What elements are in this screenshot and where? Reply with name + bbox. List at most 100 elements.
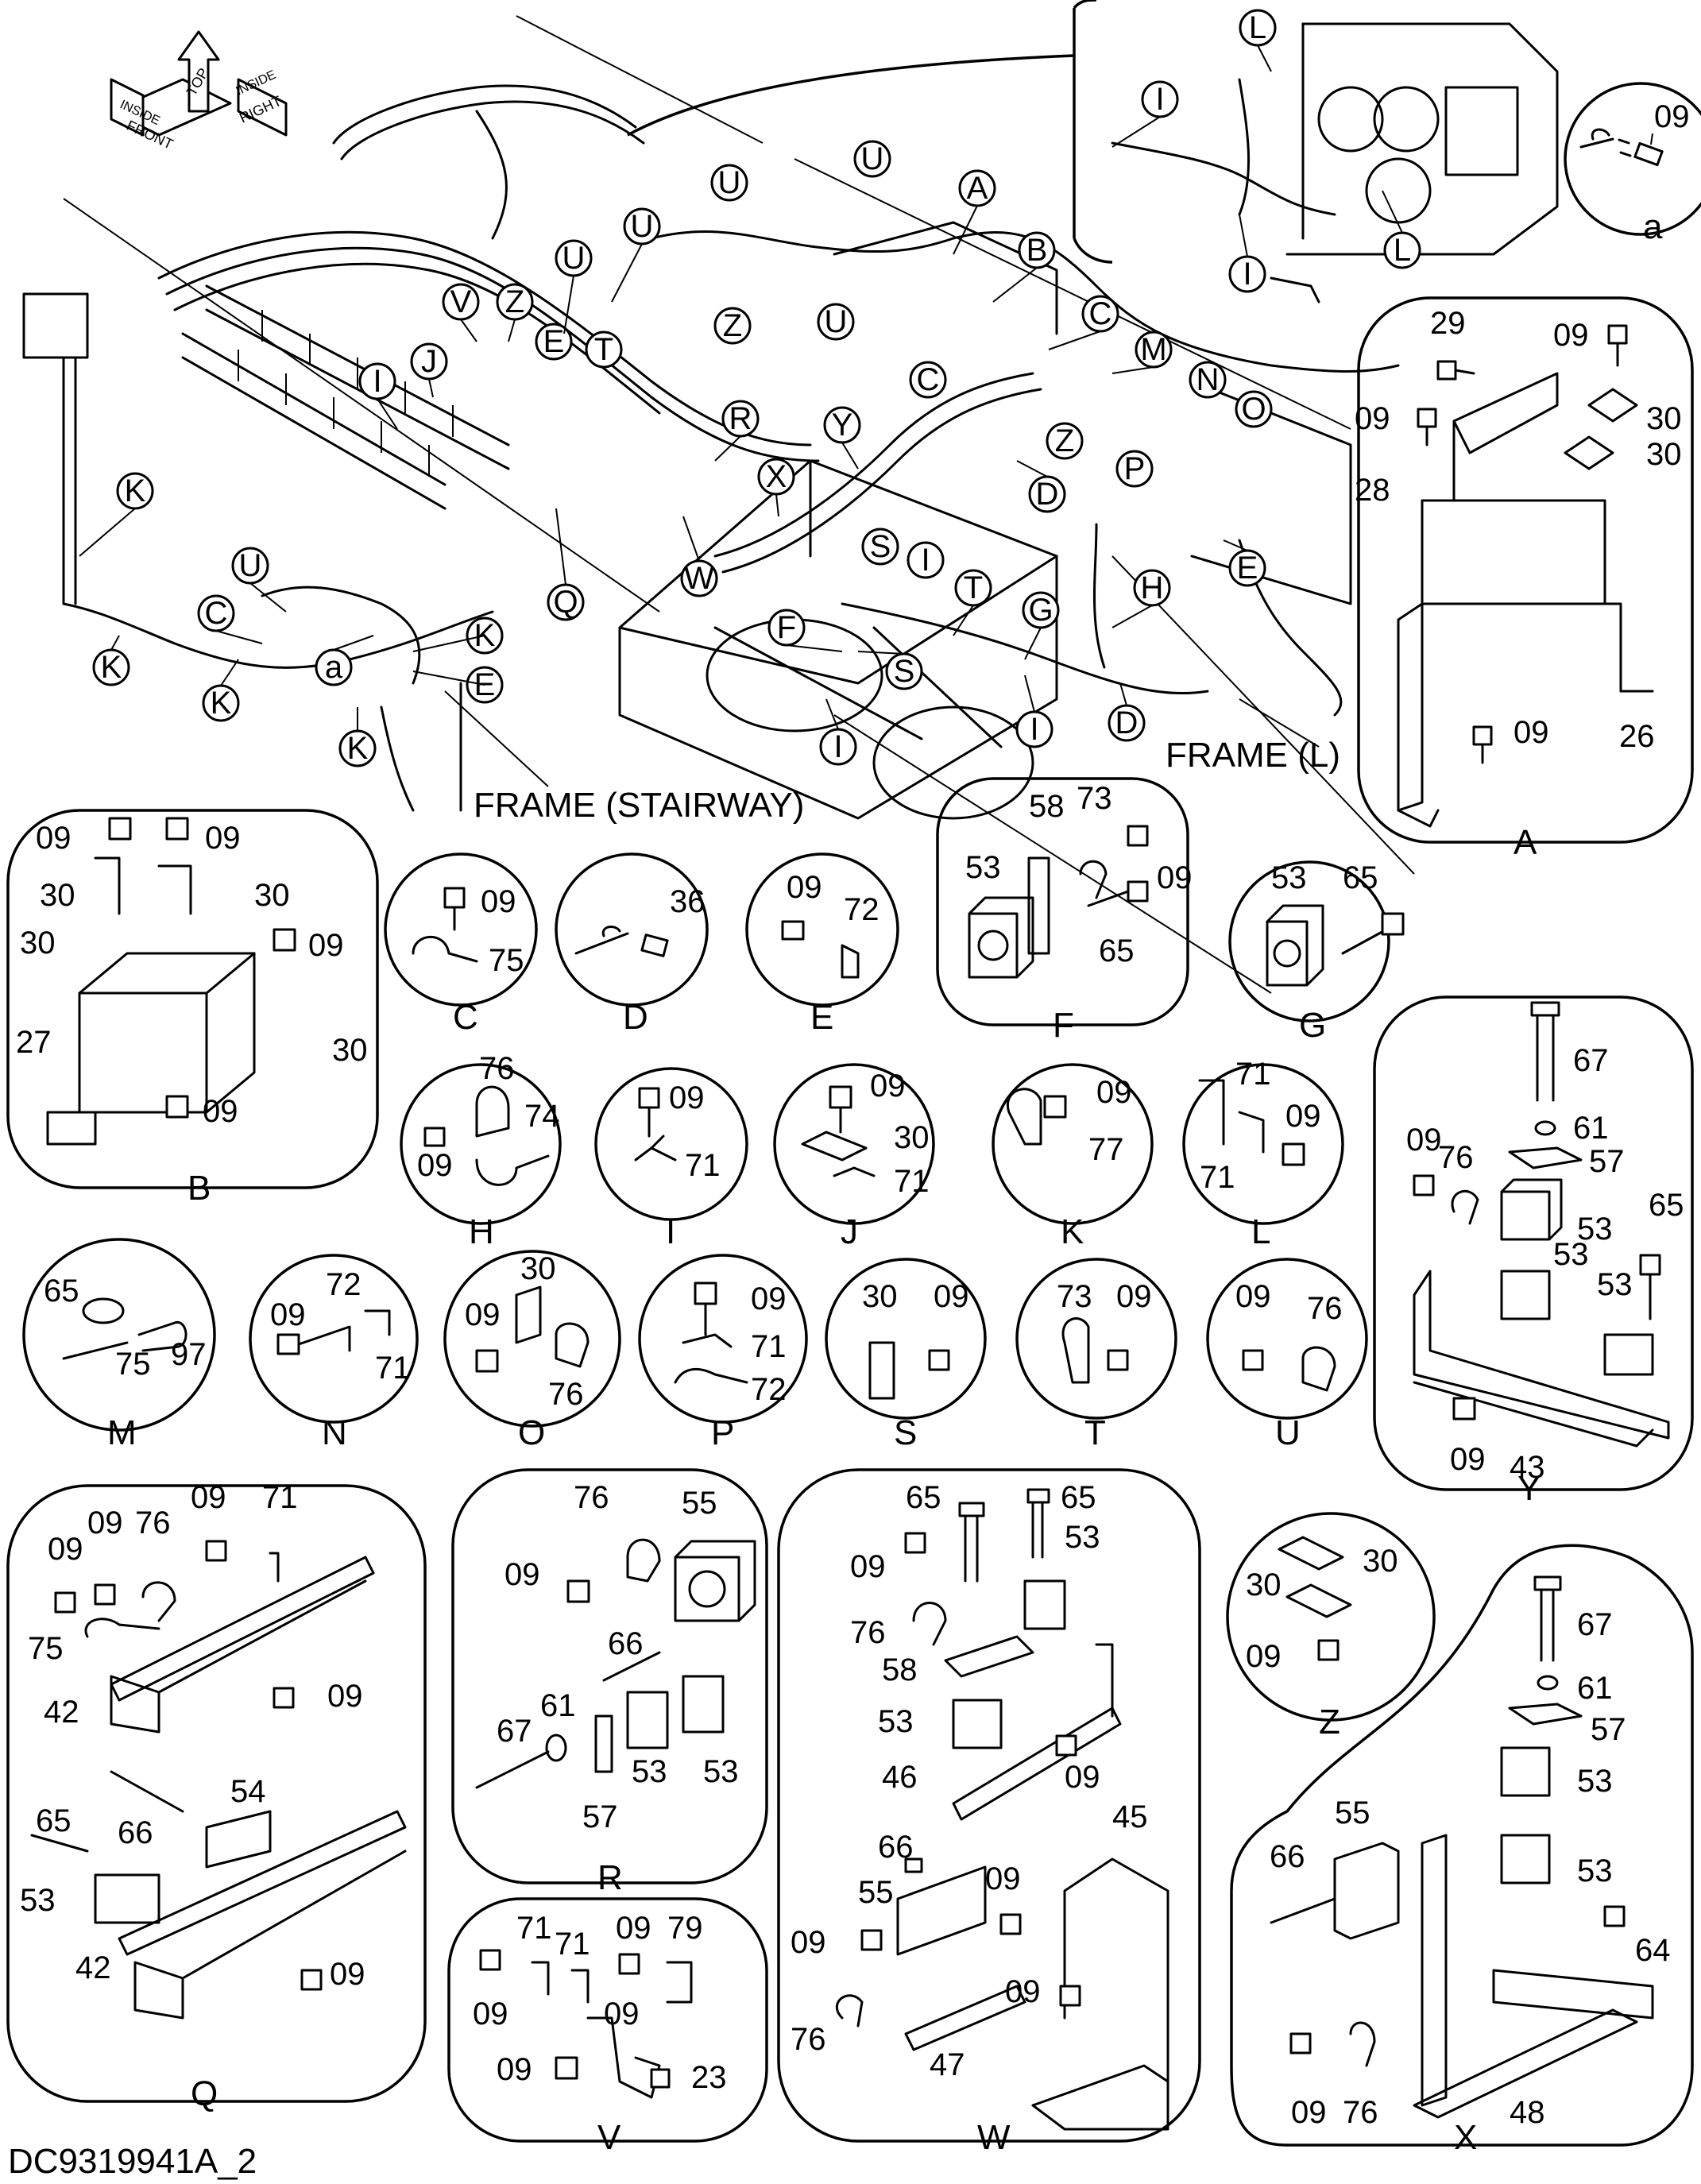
callout-U: U — [231, 547, 269, 585]
svg-text:E: E — [1237, 551, 1258, 586]
detail-E-part-0: 09 — [787, 870, 822, 905]
detail-N-part-1: 09 — [270, 1297, 306, 1332]
detail-V: 71 71 09 79 09 09 09 23 V — [447, 1897, 768, 2157]
detail-B-part-4: 30 — [20, 926, 56, 961]
detail-J-title: J — [841, 1212, 858, 1251]
detail-W-part-1: 65 — [1061, 1480, 1096, 1515]
callout-N: N — [1189, 361, 1227, 399]
detail-R-part-8: 57 — [582, 1799, 618, 1834]
detail-J-part-2: 71 — [894, 1164, 930, 1199]
detail-X-part-5: 66 — [1270, 1839, 1305, 1874]
svg-text:K: K — [347, 731, 369, 766]
detail-I: 09 71 I — [594, 1067, 748, 1251]
detail-N: 72 09 71 N — [249, 1254, 419, 1452]
svg-text:P: P — [1124, 451, 1146, 486]
svg-text:I: I — [1030, 712, 1038, 747]
detail-C-part-1: 75 — [489, 943, 524, 978]
svg-text:D: D — [1115, 705, 1139, 740]
svg-text:L: L — [1249, 10, 1266, 45]
detail-L: 71 71 09 L — [1182, 1057, 1344, 1251]
detail-L-part-0: 71 — [1235, 1057, 1271, 1092]
detail-L-part-2: 09 — [1285, 1099, 1321, 1134]
callout-J: J — [410, 342, 448, 381]
detail-X-title: X — [1454, 2118, 1477, 2157]
detail-W-part-11: 09 — [985, 1861, 1021, 1896]
callout-M: M — [1135, 330, 1173, 369]
svg-text:T: T — [964, 570, 983, 605]
detail-S-part-1: 09 — [934, 1279, 969, 1314]
detail-B-part-7: 30 — [332, 1033, 368, 1068]
detail-C-title: C — [453, 998, 478, 1037]
detail-U-part-0: 09 — [1235, 1279, 1271, 1314]
detail-Q-part-9: 65 — [36, 1803, 72, 1838]
detail-V-part-2: 09 — [616, 1911, 651, 1946]
detail-F-part-2: 53 — [965, 850, 1001, 885]
detail-F-part-4: 65 — [1099, 934, 1135, 968]
detail-K-part-1: 77 — [1088, 1132, 1124, 1167]
detail-V-title: V — [597, 2118, 621, 2157]
svg-text:I: I — [833, 729, 842, 764]
detail-D: 36 D — [555, 852, 709, 1037]
detail-W-part-5: 58 — [882, 1652, 918, 1687]
detail-Y-part-3: 09 — [1406, 1123, 1442, 1158]
svg-text:A: A — [967, 171, 988, 206]
detail-W-part-6: 53 — [878, 1704, 914, 1739]
callout-S: S — [885, 652, 923, 690]
detail-F-part-1: 73 — [1077, 781, 1112, 816]
detail-T-part-0: 73 — [1057, 1279, 1092, 1314]
detail-W-part-9: 66 — [878, 1830, 914, 1865]
detail-P-part-2: 72 — [751, 1372, 787, 1407]
svg-text:X: X — [766, 459, 787, 494]
bolt-icon — [108, 817, 296, 1119]
detail-K-part-0: 09 — [1096, 1075, 1132, 1110]
detail-E-title: E — [810, 998, 833, 1037]
detail-X-part-0: 67 — [1577, 1607, 1613, 1642]
svg-text:I: I — [1243, 257, 1251, 292]
detail-Z-part-1: 30 — [1246, 1567, 1282, 1602]
callout-I: I — [358, 362, 396, 400]
detail-W-part-16: 47 — [930, 2047, 965, 2082]
detail-Q-part-8: 54 — [230, 1774, 266, 1809]
detail-H-title: H — [469, 1212, 494, 1251]
svg-text:U: U — [631, 209, 654, 244]
svg-text:a: a — [325, 650, 343, 685]
detail-W-part-2: 09 — [850, 1549, 886, 1584]
svg-text:I: I — [921, 543, 930, 578]
detail-V-part-7: 23 — [691, 2060, 727, 2095]
detail-F: 58 73 53 09 65 F — [936, 777, 1193, 1045]
callout-R: R — [721, 400, 760, 438]
callout-O: O — [1235, 390, 1273, 428]
detail-Y-part-8: 53 — [1597, 1267, 1633, 1302]
detail-A-title: A — [1514, 823, 1537, 862]
callout-I: I — [819, 728, 857, 766]
detail-R-part-4: 67 — [497, 1714, 532, 1749]
svg-text:I: I — [1155, 82, 1164, 117]
callout-a: a — [315, 648, 353, 686]
svg-text:K: K — [125, 474, 146, 508]
detail-W-title: W — [977, 2118, 1011, 2157]
detail-Y-title: Y — [1517, 1469, 1541, 1508]
detail-X-part-1: 61 — [1577, 1671, 1613, 1706]
detail-X-part-7: 64 — [1635, 1933, 1671, 1968]
detail-Q-part-1: 09 — [87, 1506, 123, 1540]
detail-S: 30 09 S — [825, 1258, 987, 1452]
detail-B-part-6: 27 — [16, 1025, 52, 1060]
detail-X-part-8: 09 — [1291, 2095, 1327, 2130]
svg-text:S: S — [894, 654, 915, 689]
detail-W-part-8: 09 — [1065, 1760, 1100, 1795]
svg-text:G: G — [1028, 593, 1053, 628]
detail-Y-part-2: 57 — [1589, 1144, 1625, 1179]
drawing-id: DC9319941A_2 — [8, 2142, 257, 2181]
detail-Y-part-9: 09 — [1450, 1442, 1486, 1477]
svg-text:L: L — [1394, 233, 1411, 268]
callout-L: L — [1239, 9, 1277, 47]
callout-K: K — [202, 684, 240, 722]
detail-U: 09 76 U — [1206, 1258, 1368, 1452]
detail-R-part-6: 53 — [632, 1754, 667, 1789]
orientation-compass-icon: TOP INSIDE FRONT INSIDE RIGHT — [110, 30, 288, 153]
detail-A-part-1: 09 — [1553, 318, 1589, 353]
callout-K: K — [116, 472, 154, 510]
callout-U: U — [853, 140, 891, 178]
detail-Q-part-3: 09 — [191, 1480, 226, 1515]
